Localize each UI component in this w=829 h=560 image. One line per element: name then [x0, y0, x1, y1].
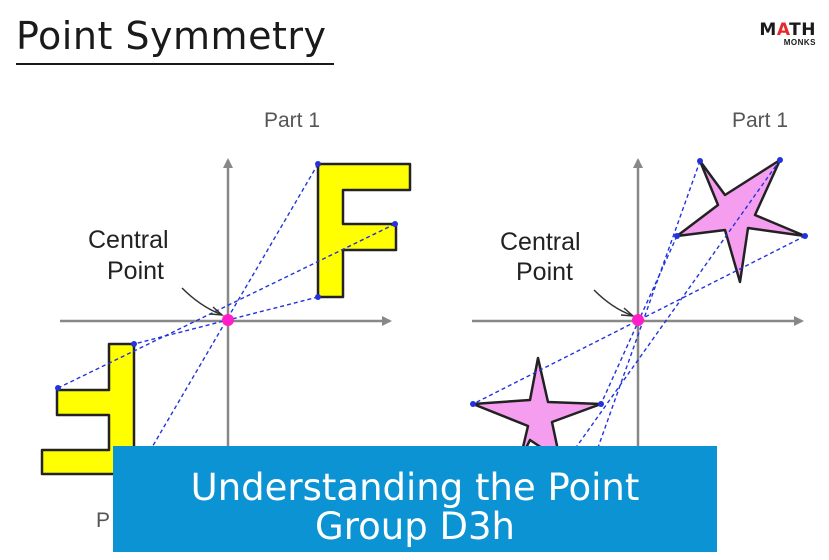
banner-text: Understanding the Point Group D3h — [190, 466, 640, 548]
right-pointer-line — [593, 289, 632, 316]
rotated-f-shape — [40, 342, 136, 476]
page-title: Point Symmetry — [16, 14, 327, 58]
left-central-point — [222, 314, 234, 326]
right-central-point — [632, 314, 644, 326]
letter-f-shape — [316, 162, 412, 299]
right-pointer-arrow — [620, 307, 636, 317]
logo-letter-a: A — [776, 20, 790, 40]
right-central-label-line2: Point — [516, 258, 573, 286]
left-central-label-line1: Central — [88, 226, 169, 254]
left-central-label-line2: Point — [107, 257, 164, 285]
logo-subtext: MONKS — [783, 38, 816, 47]
logo-letter-m: M — [759, 20, 777, 40]
title-underline — [16, 63, 334, 65]
rotated-star-shape — [471, 356, 603, 462]
logo-wordmark: MATH — [752, 20, 816, 40]
left-panel: Part 1 P Central Point — [40, 109, 412, 532]
title-banner: Understanding the Point Group D3h — [113, 446, 717, 552]
right-vertex-points — [470, 157, 808, 407]
right-part-1-label: Part 1 — [732, 109, 788, 132]
math-monks-logo[interactable]: MATH MONKS — [752, 20, 816, 47]
right-panel: Part 1 Central Point — [470, 109, 808, 471]
right-central-label-line1: Central — [500, 228, 581, 256]
left-pointer-line — [181, 287, 221, 315]
left-part-2-label: P — [96, 509, 110, 532]
left-pointer-arrow — [209, 306, 225, 316]
left-vertex-points — [55, 161, 398, 391]
left-part-1-label: Part 1 — [264, 109, 320, 132]
logo-letters-th: TH — [789, 20, 816, 40]
star-shape — [675, 158, 807, 284]
